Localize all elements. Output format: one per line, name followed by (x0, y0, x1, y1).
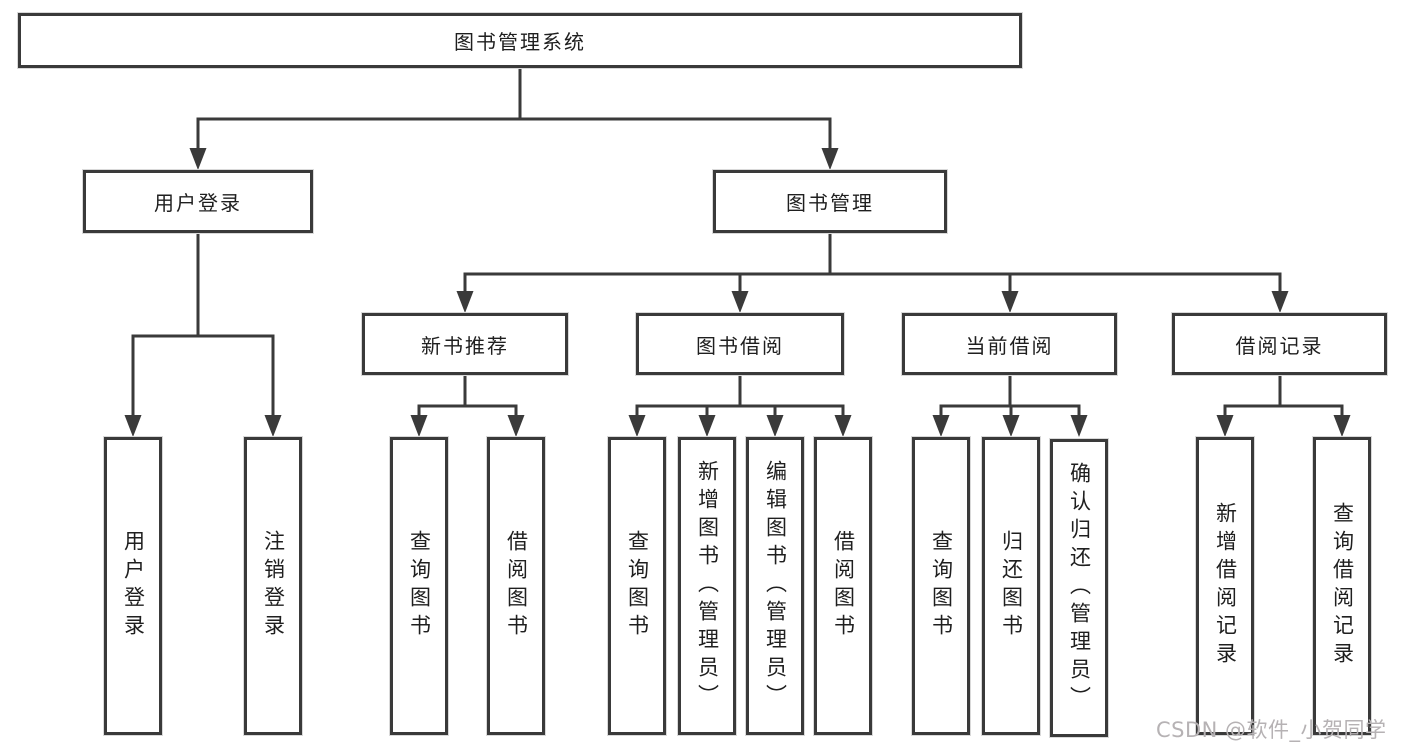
leaf-label: 查询图书 (407, 530, 432, 642)
connector-root-to-level2 (189, 65, 839, 170)
connector-new-book-children (410, 373, 525, 437)
arrowhead-icon (264, 415, 282, 437)
arrowhead-icon (1001, 291, 1019, 313)
arrowhead-icon (1070, 415, 1088, 437)
leaf-newbook-query-books: 查询图书 (390, 437, 448, 735)
leaf-current-return-books: 归还图书 (982, 437, 1040, 735)
leaf-label: 归还图书 (999, 530, 1024, 642)
leaf-user-login: 用户登录 (104, 437, 162, 735)
node-book-management: 图书管理 (713, 170, 947, 233)
arrowhead-icon (766, 415, 784, 437)
connector-current-children (932, 373, 1088, 437)
leaf-label: 编辑图书（管理员） (763, 460, 788, 712)
node-root: 图书管理系统 (18, 13, 1022, 68)
leaf-label: 借阅图书 (504, 530, 529, 642)
arrowhead-icon (731, 291, 749, 313)
arrowhead-icon (1333, 415, 1351, 437)
arrowhead-icon (410, 415, 428, 437)
arrowhead-icon (698, 415, 716, 437)
leaf-label: 查询图书 (929, 530, 954, 642)
arrowhead-icon (821, 148, 839, 170)
leaf-records-query-record: 查询借阅记录 (1313, 437, 1371, 735)
arrowhead-icon (507, 415, 525, 437)
leaf-current-confirm-return-admin: 确认归还（管理员） (1050, 439, 1108, 737)
arrowhead-icon (456, 291, 474, 313)
connector-user-login-children (124, 231, 282, 437)
arrowhead-icon (189, 148, 207, 170)
leaf-label: 新增图书（管理员） (695, 460, 720, 712)
leaf-label: 新增借阅记录 (1213, 502, 1238, 670)
arrowhead-icon (628, 415, 646, 437)
node-user-login: 用户登录 (83, 170, 313, 233)
node-new-book-recommend: 新书推荐 (362, 313, 568, 375)
leaf-current-query-books: 查询图书 (912, 437, 970, 735)
arrowhead-icon (1216, 415, 1234, 437)
arrowhead-icon (1002, 415, 1020, 437)
node-book-borrowing: 图书借阅 (636, 313, 844, 375)
leaf-label: 用户登录 (121, 530, 146, 642)
leaf-borrowing-borrow-books: 借阅图书 (814, 437, 872, 735)
leaf-borrowing-add-books-admin: 新增图书（管理员） (678, 437, 736, 735)
connector-borrowing-children (628, 373, 852, 437)
arrowhead-icon (124, 415, 142, 437)
leaf-label: 注销登录 (261, 530, 286, 642)
arrowhead-icon (932, 415, 950, 437)
leaf-label: 借阅图书 (831, 530, 856, 642)
csdn-watermark: CSDN @软件_小贺同学 (1156, 718, 1387, 742)
leaf-label: 确认归还（管理员） (1067, 462, 1092, 714)
arrowhead-icon (1271, 291, 1289, 313)
leaf-label: 查询借阅记录 (1330, 502, 1355, 670)
node-borrowing-records: 借阅记录 (1172, 313, 1387, 375)
leaf-borrowing-edit-books-admin: 编辑图书（管理员） (746, 437, 804, 735)
leaf-newbook-borrow-books: 借阅图书 (487, 437, 545, 735)
connector-book-management-children (456, 231, 1289, 313)
arrowhead-icon (834, 415, 852, 437)
leaf-logout-login: 注销登录 (244, 437, 302, 735)
leaf-records-add-record: 新增借阅记录 (1196, 437, 1254, 735)
node-current-borrowing: 当前借阅 (902, 313, 1117, 375)
connector-records-children (1216, 373, 1351, 437)
leaf-label: 查询图书 (625, 530, 650, 642)
leaf-borrowing-query-books: 查询图书 (608, 437, 666, 735)
